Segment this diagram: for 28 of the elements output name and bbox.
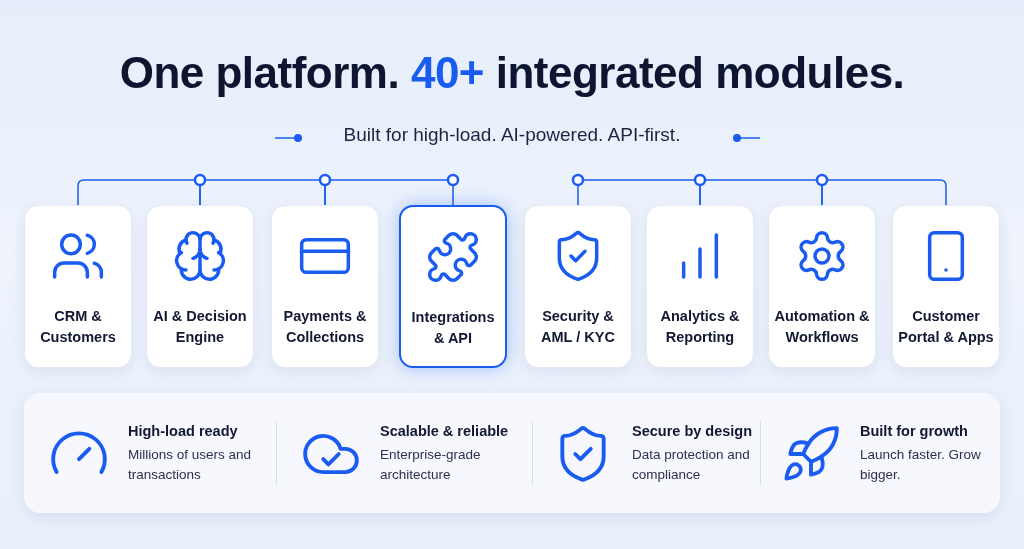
module-card xyxy=(24,205,132,368)
feature-heading: Built for growth xyxy=(860,423,969,439)
module-card xyxy=(146,205,254,368)
feature-description: Data protection and compliance xyxy=(632,446,751,484)
module-card xyxy=(524,205,632,368)
module-label: CRM & Customers xyxy=(39,307,117,347)
module-label: Integrations & API xyxy=(410,308,496,348)
module-label: Payments & Collections xyxy=(282,307,368,347)
module-label: Analytics & Reporting xyxy=(659,307,741,347)
module-label: Security & AML / KYC xyxy=(540,307,616,347)
feature-heading: Scalable & reliable xyxy=(380,423,510,439)
feature-description: Millions of users and transactions xyxy=(128,446,253,484)
module-card xyxy=(768,205,876,368)
title: One platform. 40+ integrated modules. xyxy=(118,48,906,98)
module-label: Customer Portal & Apps xyxy=(897,307,995,347)
module-card xyxy=(271,205,379,368)
module-card xyxy=(892,205,1000,368)
module-card xyxy=(646,205,754,368)
module-label: AI & Decision Engine xyxy=(152,307,248,347)
feature-heading: Secure by design xyxy=(632,423,754,439)
feature-description: Enterprise-grade architecture xyxy=(380,446,482,484)
module-card xyxy=(399,205,507,368)
subtitle: Built for high-load. AI-powered. API-first. xyxy=(343,124,681,145)
feature-heading: High-load ready xyxy=(128,423,239,439)
feature-description: Launch faster. Grow bigger. xyxy=(860,446,982,484)
connector-line xyxy=(821,179,947,206)
module-label: Automation & Workflows xyxy=(773,307,871,347)
connector-line xyxy=(324,179,454,206)
